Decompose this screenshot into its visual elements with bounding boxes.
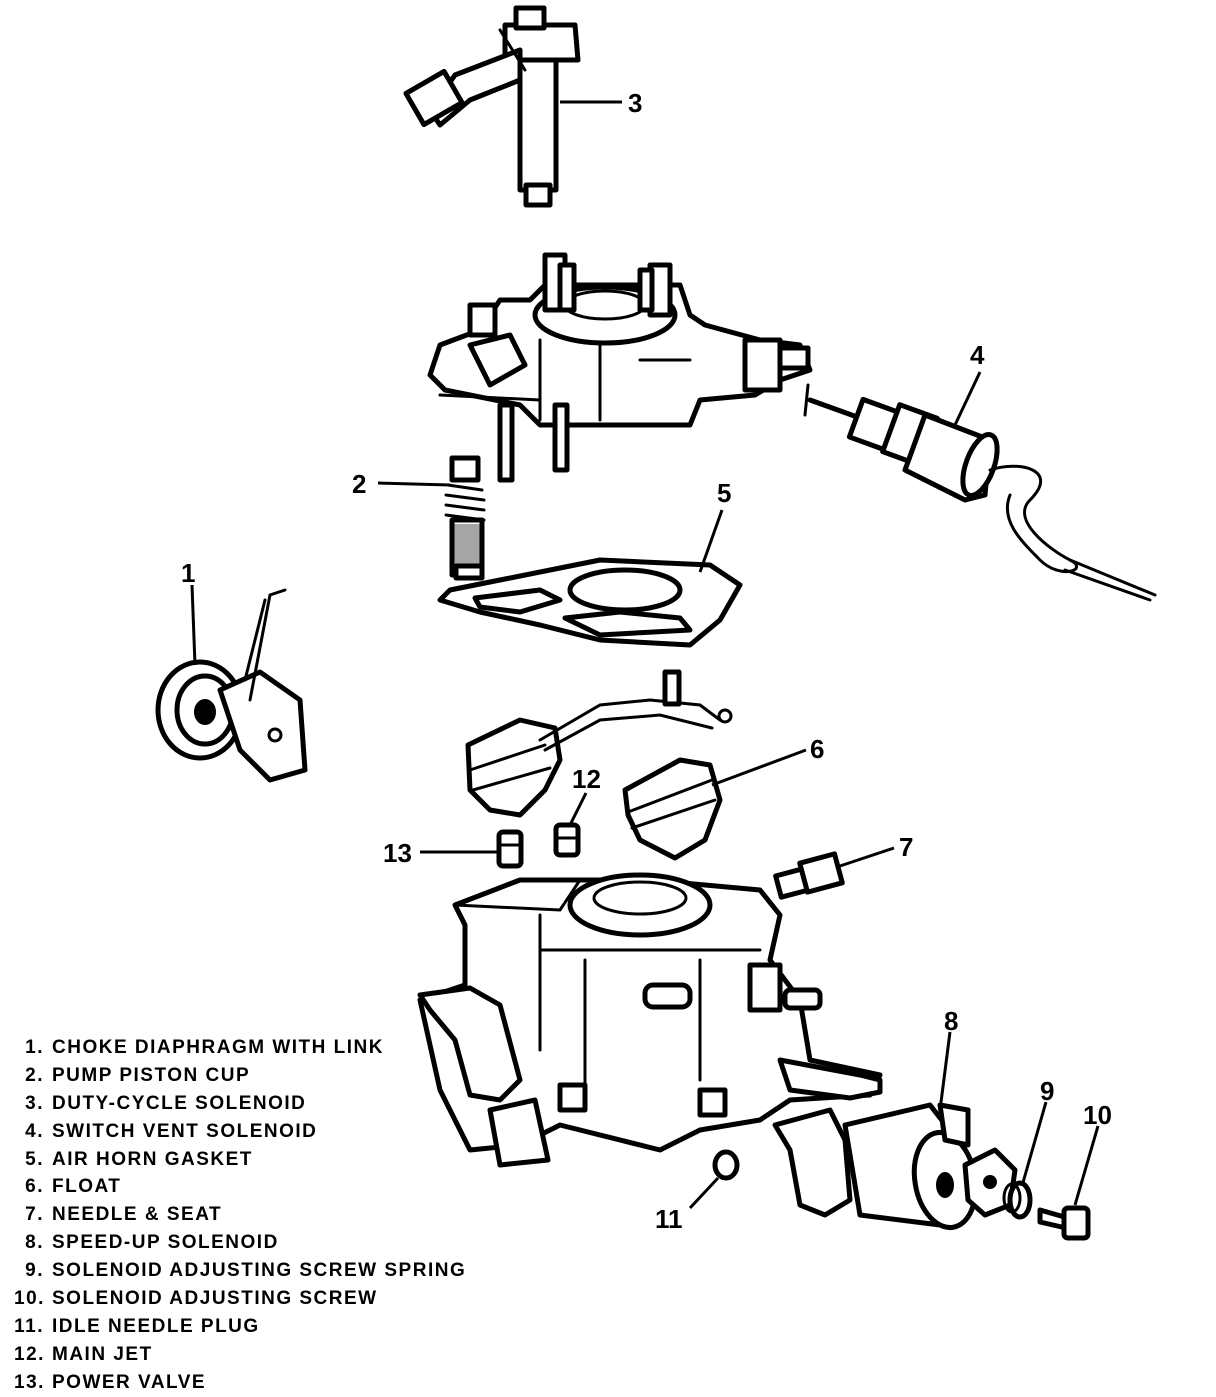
legend-item: 1. CHOKE DIAPHRAGM WITH LINK: [14, 1034, 466, 1062]
legend-item: 5. AIR HORN GASKET: [14, 1146, 466, 1174]
legend-item-number: 7.: [25, 1204, 44, 1226]
callout-3: 3: [628, 88, 642, 118]
leader-8: [938, 1031, 952, 1111]
leader-5: [698, 509, 724, 573]
callout-6: 6: [810, 734, 824, 764]
needle-and-seat: [773, 851, 845, 900]
legend-item-number: 5.: [25, 1148, 44, 1170]
legend-item-number: 3.: [25, 1092, 44, 1114]
idle-needle-plug: [712, 1149, 740, 1181]
callout-8: 8: [944, 1006, 958, 1036]
legend-item-number: 11.: [14, 1315, 44, 1337]
legend-item: 12. MAIN JET: [14, 1341, 466, 1369]
air-horn-gasket: [437, 557, 743, 648]
legend-item-number: 9.: [25, 1260, 44, 1282]
legend-item-label: SOLENOID ADJUSTING SCREW SPRING: [52, 1260, 467, 1282]
leader-1: [190, 584, 197, 666]
legend-item-label: MAIN JET: [52, 1343, 153, 1365]
leader-7: [839, 846, 895, 868]
legend-item: 4. SWITCH VENT SOLENOID: [14, 1118, 466, 1146]
legend-item-number: 6.: [25, 1176, 44, 1198]
legend-item: 10. SOLENOID ADJUSTING SCREW: [14, 1285, 466, 1313]
solenoid-adjusting-screw: [1037, 1205, 1091, 1241]
legend-item: 3. DUTY-CYCLE SOLENOID: [14, 1090, 466, 1118]
legend-item-number: 4.: [25, 1120, 44, 1142]
callout-numbers: 3 4 2 5 1 6 12 13 7 8 9 10 11: [181, 88, 1112, 1234]
carburetor-body: [417, 872, 883, 1168]
legend-item: 11. IDLE NEEDLE PLUG: [14, 1313, 466, 1341]
legend-item-number: 10.: [14, 1288, 45, 1310]
leader-12: [568, 792, 588, 826]
leader-2: [377, 481, 451, 487]
leader-4: [953, 371, 982, 426]
legend-item-label: SPEED-UP SOLENOID: [52, 1232, 279, 1254]
legend-item-number: 2.: [25, 1064, 44, 1086]
choke-diaphragm: [155, 588, 308, 783]
legend-item: 9. SOLENOID ADJUSTING SCREW SPRING: [14, 1257, 466, 1285]
callout-2: 2: [352, 469, 366, 499]
legend-item-number: 8.: [25, 1232, 44, 1254]
callout-12: 12: [572, 764, 601, 794]
parts-legend: 1. CHOKE DIAPHRAGM WITH LINK 2. PUMP PISTON…: [14, 1034, 466, 1397]
pump-piston-cup: [444, 455, 486, 581]
callout-11: 11: [655, 1204, 683, 1234]
legend-item-label: SOLENOID ADJUSTING SCREW: [52, 1288, 378, 1310]
legend-item: 7. NEEDLE & SEAT: [14, 1201, 466, 1229]
leader-11: [688, 1176, 720, 1210]
main-jet: [553, 822, 581, 858]
callout-4: 4: [970, 340, 985, 370]
legend-item: 2. PUMP PISTON CUP: [14, 1062, 466, 1090]
duty-cycle-solenoid: [403, 5, 581, 208]
leader-10: [1073, 1125, 1100, 1206]
legend-item-label: DUTY-CYCLE SOLENOID: [52, 1092, 307, 1114]
legend-item: 13. POWER VALVE: [14, 1369, 466, 1397]
solenoid-adjusting-screw-spring: [1002, 1180, 1033, 1220]
callout-13: 13: [383, 838, 412, 868]
switch-vent-solenoid: [803, 383, 1157, 602]
legend-item-label: NEEDLE & SEAT: [52, 1204, 223, 1226]
legend-item-label: FLOAT: [52, 1176, 122, 1198]
callout-10: 10: [1083, 1100, 1112, 1130]
legend-item-number: 13.: [14, 1371, 45, 1393]
leader-6: [711, 748, 807, 787]
callout-9: 9: [1040, 1076, 1054, 1106]
speed-up-solenoid: [772, 1102, 1018, 1231]
callout-1: 1: [181, 558, 195, 588]
legend-item-number: 12.: [14, 1343, 45, 1365]
power-valve: [496, 829, 524, 869]
callout-5: 5: [717, 478, 731, 508]
float: [465, 669, 733, 861]
leader-lines: [190, 100, 1100, 1210]
legend-item-label: SWITCH VENT SOLENOID: [52, 1120, 318, 1142]
leader-9: [1020, 1101, 1048, 1187]
callout-7: 7: [899, 832, 913, 862]
legend-item-label: AIR HORN GASKET: [52, 1148, 253, 1170]
air-horn: [427, 252, 813, 483]
legend-item-label: IDLE NEEDLE PLUG: [52, 1315, 260, 1337]
legend-item-number: 1.: [25, 1037, 44, 1058]
legend-item: 8. SPEED-UP SOLENOID: [14, 1229, 466, 1257]
legend-item-label: PUMP PISTON CUP: [52, 1064, 251, 1086]
legend-item-label: POWER VALVE: [52, 1371, 207, 1393]
legend-item: 6. FLOAT: [14, 1173, 466, 1201]
legend-item-label: CHOKE DIAPHRAGM WITH LINK: [52, 1037, 384, 1058]
